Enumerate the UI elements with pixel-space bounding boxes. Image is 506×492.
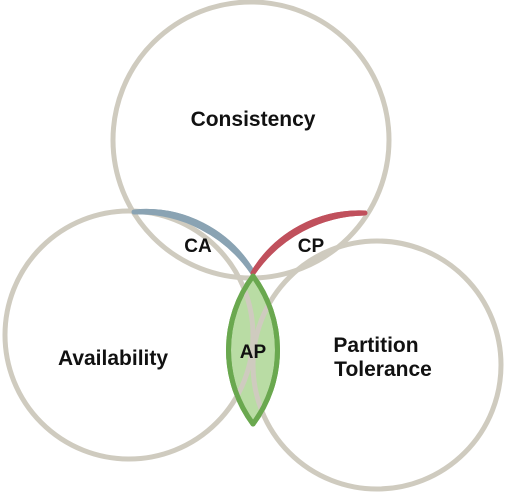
cp-label: CP: [298, 236, 325, 257]
partition-label-line1: Partition: [333, 334, 418, 357]
availability-label: Availability: [58, 347, 168, 370]
cp-region-outline: [250, 210, 368, 276]
ca-label: CA: [184, 236, 212, 257]
consistency-circle: [110, 0, 392, 281]
ap-region-outline: [226, 273, 280, 427]
ap-label: AP: [240, 342, 267, 363]
partition-label-line2: Tolerance: [334, 358, 432, 381]
consistency-label: Consistency: [191, 108, 316, 131]
availability-circle: [2, 208, 256, 462]
partition-tolerance-circle: [250, 238, 504, 492]
